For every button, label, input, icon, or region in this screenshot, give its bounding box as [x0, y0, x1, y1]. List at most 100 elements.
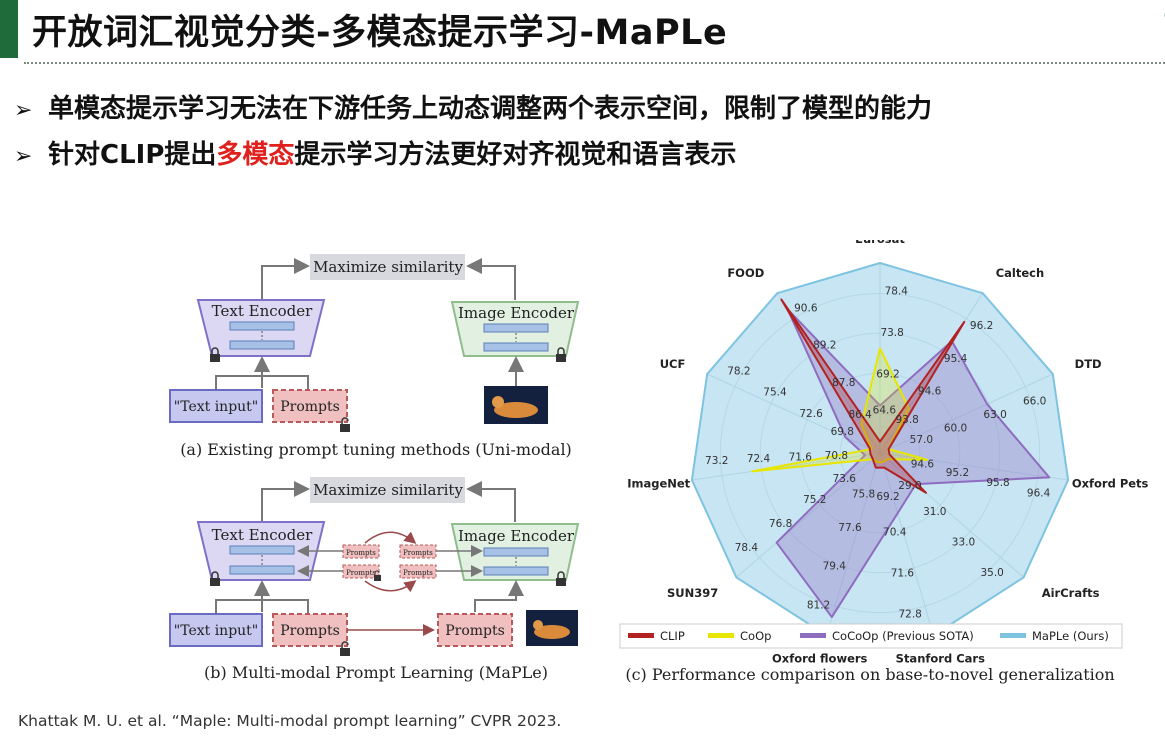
- series-cocoop-previous-sota: [775, 308, 1051, 619]
- radar-labels: 78.473.869.264.696.295.494.693.866.063.0…: [705, 285, 1051, 620]
- ring-tick-label: 72.6: [799, 408, 823, 420]
- ring-tick-label: 76.8: [769, 518, 792, 530]
- ring-tick-label: 95.8: [986, 477, 1009, 489]
- ring-tick-label: 70.4: [883, 526, 907, 538]
- legend-label: CoOp: [740, 629, 771, 643]
- axis-label-ucf: UCF: [660, 357, 686, 371]
- radar-axis-names: EurosatCaltechDTDOxford PetsAirCraftsSta…: [627, 240, 1148, 665]
- figure-canvas: Maximize similarity Text Encoder Image E…: [169, 240, 1149, 684]
- text-input-label: "Text input": [174, 623, 259, 639]
- bullet-2: ➢针对CLIP提出多模态提示学习方法更好对齐视觉和语言表示: [14, 134, 932, 180]
- image-encoder-label: Image Encoder: [458, 527, 575, 545]
- ring-tick-label: 33.0: [952, 536, 975, 548]
- bullet-arrow-icon: ➢: [14, 144, 33, 169]
- text-input-box: [169, 389, 263, 423]
- similarity-label: Maximize similarity: [313, 481, 463, 499]
- ring-tick-label: 78.4: [735, 542, 759, 554]
- similarity-box: [310, 477, 465, 503]
- ring-tick-label: 69.2: [876, 491, 899, 503]
- cat-image-icon: [526, 610, 578, 646]
- text-input-label: "Text input": [174, 399, 259, 415]
- bullet-1: ➢单模态提示学习无法在下游任务上动态调整两个表示空间，限制了模型的能力: [14, 88, 932, 134]
- ring-tick-label: 96.2: [970, 320, 993, 332]
- ring-tick-label: 75.4: [763, 387, 787, 399]
- radar-spoke: [691, 452, 881, 481]
- prompts-label: Prompts: [280, 623, 340, 639]
- ring-tick-label: 69.8: [831, 426, 854, 438]
- diagram-multi-modal: Maximize similarity Text Encoder Image E…: [169, 477, 580, 682]
- ring-tick-label: 71.6: [789, 451, 813, 463]
- radar-spoke: [706, 373, 881, 454]
- bullet-2-prefix: 针对CLIP提出: [48, 140, 217, 170]
- radar-spoke: [879, 452, 1024, 578]
- axis-label-food: FOOD: [727, 266, 764, 280]
- ring-tick-label: 72.4: [747, 453, 771, 465]
- ring-tick-label: 69.2: [876, 369, 899, 381]
- ring-tick-label: 95.4: [944, 353, 968, 365]
- ring-tick-label: 90.6: [794, 302, 818, 314]
- ring-tick-label: 29.0: [898, 480, 921, 492]
- axis-label-oxford-flowers: Oxford flowers: [772, 651, 868, 665]
- lock-icon: [210, 347, 220, 362]
- radar-spoke: [736, 452, 881, 578]
- similarity-label: Maximize similarity: [313, 258, 463, 276]
- radar-series: [690, 262, 1070, 637]
- diagram-uni-modal: Maximize similarity Text Encoder Image E…: [169, 254, 580, 459]
- ring-tick-label: 72.8: [898, 609, 921, 621]
- caption-c: (c) Performance comparison on base-to-no…: [625, 665, 1114, 684]
- lock-icon: [556, 347, 566, 362]
- title-bar: 开放词汇视觉分类-多模态提示学习-MaPLe (: [0, 0, 1165, 62]
- radar-spoke: [879, 452, 935, 636]
- axis-label-caltech: Caltech: [996, 266, 1044, 280]
- prompts-box: [272, 389, 348, 423]
- text-input-box: [169, 613, 263, 647]
- ring-tick-label: 94.6: [911, 459, 935, 471]
- ring-tick-label: 95.2: [946, 467, 969, 479]
- coupling-prompt-label: Prompts: [346, 549, 376, 557]
- ring-tick-label: 64.6: [873, 405, 897, 417]
- text-encoder-label: Text Encoder: [212, 526, 313, 544]
- similarity-box: [310, 254, 465, 280]
- ring-tick-label: 75.2: [803, 494, 826, 506]
- legend-frame: [619, 623, 1123, 649]
- ring-tick-label: 57.0: [910, 434, 933, 446]
- axis-label-sun397: SUN397: [667, 586, 718, 600]
- radar-chart: 78.473.869.264.696.295.494.693.866.063.0…: [619, 240, 1149, 684]
- legend-swatch: [800, 633, 826, 638]
- legend-swatch: [1000, 633, 1026, 638]
- image-encoder-label: Image Encoder: [458, 304, 575, 322]
- ring-tick-label: 89.2: [813, 340, 836, 352]
- ring-tick-label: 66.0: [1023, 395, 1046, 407]
- legend-label: CLIP: [660, 629, 685, 643]
- ring-tick-label: 96.4: [1027, 487, 1051, 499]
- ring-tick-label: 73.8: [880, 327, 903, 339]
- coupling-prompt-label: Prompts: [346, 569, 376, 577]
- ring-tick-label: 73.6: [833, 473, 857, 485]
- lock-icon: [210, 571, 220, 586]
- ring-tick-label: 70.8: [825, 450, 848, 462]
- prompts-box: [272, 613, 348, 647]
- ring-tick-label: 60.0: [944, 422, 967, 434]
- radar-spoke: [879, 452, 1069, 481]
- slide-title: 开放词汇视觉分类-多模态提示学习-MaPLe: [32, 13, 728, 53]
- prompts-image-label: Prompts: [445, 623, 505, 639]
- lock-icon: [556, 571, 566, 586]
- title-accent-bar: [0, 0, 18, 58]
- series-clip: [780, 298, 966, 494]
- caption-a: (a) Existing prompt tuning methods (Uni-…: [180, 440, 572, 459]
- cat-image-icon: [484, 386, 548, 424]
- ring-tick-label: 31.0: [923, 506, 946, 518]
- ring-tick-label: 63.0: [983, 409, 1006, 421]
- bullet-2-suffix: 提示学习方法更好对齐视觉和语言表示: [294, 140, 737, 170]
- axis-label-imagenet: ImageNet: [627, 476, 690, 490]
- bullet-list: ➢单模态提示学习无法在下游任务上动态调整两个表示空间，限制了模型的能力 ➢ 针对C…: [14, 88, 932, 180]
- radar-spoke: [825, 452, 881, 636]
- bullet-1-text: 单模态提示学习无法在下游任务上动态调整两个表示空间，限制了模型的能力: [48, 94, 933, 124]
- prompts-image-box: [437, 613, 513, 647]
- coupling-prompt-label: Prompts: [403, 569, 433, 577]
- axis-label-oxford-pets: Oxford Pets: [1072, 476, 1149, 490]
- corner-mark-icon: (: [1164, 8, 1165, 24]
- axis-label-dtd: DTD: [1075, 357, 1102, 371]
- coupling-prompt-label: Prompts: [403, 549, 433, 557]
- ring-tick-label: 35.0: [980, 567, 1003, 579]
